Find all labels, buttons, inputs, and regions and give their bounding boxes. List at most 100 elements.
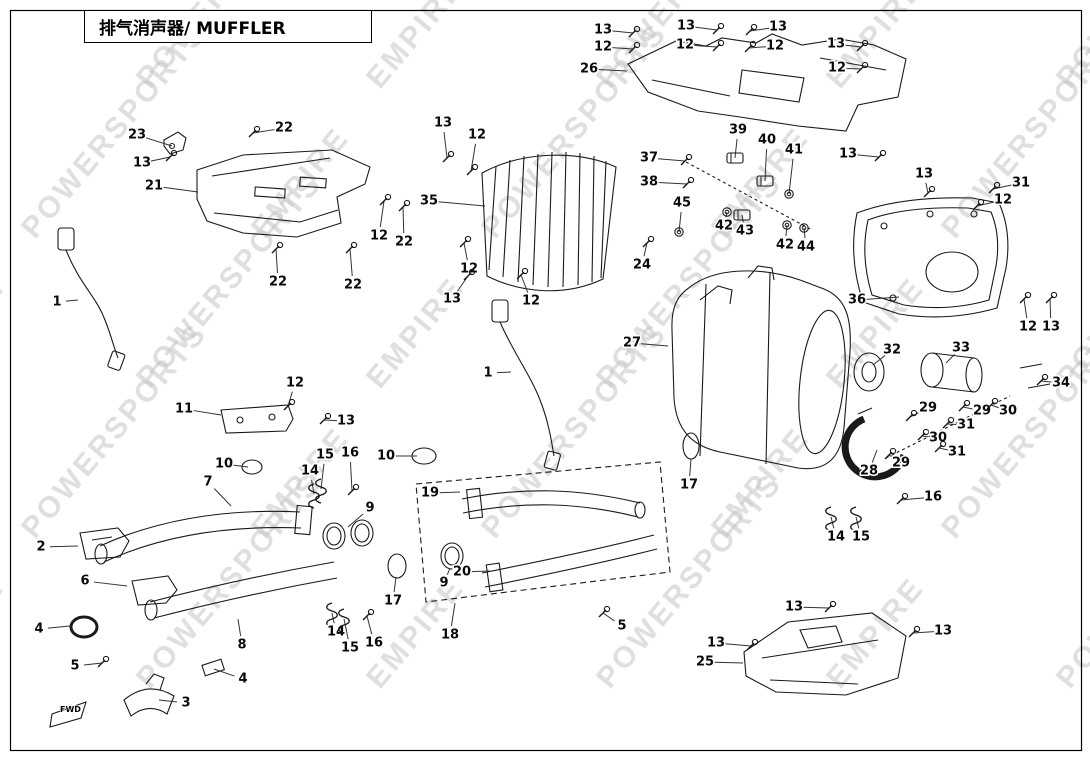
part-27-muffler-body xyxy=(671,265,851,470)
leader-line xyxy=(992,184,1013,190)
callout-number-13: 13 xyxy=(769,20,787,35)
screw-icon xyxy=(963,399,971,407)
screw-icon xyxy=(829,600,837,608)
washer-icon xyxy=(784,222,790,228)
callout-number-12: 12 xyxy=(994,193,1012,208)
callout-number-33: 33 xyxy=(952,341,970,356)
leader-line xyxy=(611,30,634,34)
callout-number-5: 5 xyxy=(617,619,626,634)
leader-line xyxy=(678,211,682,233)
watermark-text: POWERSPORTS xyxy=(1050,467,1090,695)
screw-icon xyxy=(922,428,930,436)
screw-icon xyxy=(253,125,261,133)
callout-number-17: 17 xyxy=(680,478,698,493)
callout-number-12: 12 xyxy=(522,294,540,309)
part-4-spacer xyxy=(201,658,226,677)
callout-number-45: 45 xyxy=(673,196,691,211)
callout-number-10: 10 xyxy=(377,449,395,464)
leader-line xyxy=(976,201,995,207)
callout-number-43: 43 xyxy=(736,224,754,239)
washer-icon xyxy=(782,220,792,230)
callout-number-12: 12 xyxy=(594,40,612,55)
leader-line xyxy=(450,602,456,627)
leader-line xyxy=(393,576,397,593)
washer-icon xyxy=(799,223,809,233)
screw-icon xyxy=(939,440,947,448)
leader-line xyxy=(287,391,293,407)
callout-number-17: 17 xyxy=(384,594,402,609)
leader-line xyxy=(320,463,325,490)
screw-icon xyxy=(889,447,897,455)
part-10-gasket-left xyxy=(241,459,263,475)
watermark-text: EMPIRE xyxy=(360,271,471,394)
screw-icon xyxy=(977,198,985,206)
leader-line xyxy=(990,404,1000,409)
leader-line xyxy=(734,138,738,159)
callout-number-26: 26 xyxy=(580,62,598,77)
callout-number-13: 13 xyxy=(915,167,933,182)
leader-line xyxy=(275,248,278,274)
callout-number-1: 1 xyxy=(52,295,61,310)
screw-icon xyxy=(447,150,455,158)
part-9-gasket-a xyxy=(322,522,346,550)
leader-line xyxy=(1040,380,1053,383)
screw-icon xyxy=(1050,291,1058,299)
screw-icon xyxy=(471,163,479,171)
callout-number-22: 22 xyxy=(269,275,287,290)
leader-line xyxy=(232,464,249,468)
leader-line xyxy=(237,618,242,637)
callout-number-14: 14 xyxy=(327,625,345,640)
callout-number-6: 6 xyxy=(80,574,89,589)
leader-line xyxy=(938,447,949,451)
leader-line xyxy=(925,182,929,194)
screw-icon xyxy=(687,176,695,184)
leader-line xyxy=(347,513,364,528)
leader-line xyxy=(945,354,955,364)
callout-number-19: 19 xyxy=(421,486,439,501)
screw-icon xyxy=(1024,291,1032,299)
leader-line xyxy=(741,214,744,223)
callout-number-38: 38 xyxy=(640,175,658,190)
callout-number-27: 27 xyxy=(623,336,641,351)
screw-icon xyxy=(749,40,757,48)
watermark-text: EMPIRE xyxy=(360,0,471,94)
leader-line xyxy=(343,618,349,640)
callout-number-20: 20 xyxy=(453,565,471,580)
screw-icon xyxy=(685,153,693,161)
screw-icon xyxy=(901,492,909,500)
leader-line xyxy=(213,668,235,677)
callout-number-28: 28 xyxy=(860,464,878,479)
leader-line xyxy=(496,371,512,374)
screw-icon xyxy=(352,483,360,491)
leader-line xyxy=(693,45,718,48)
leader-line xyxy=(158,699,178,703)
part-26-top-plate xyxy=(627,33,907,132)
watermark-text: POWERSPORTS xyxy=(130,467,329,695)
callout-number-13: 13 xyxy=(594,23,612,38)
diagram-title-box: 排气消声器/ MUFFLER xyxy=(84,10,372,43)
callout-number-12: 12 xyxy=(286,376,304,391)
leader-line xyxy=(888,454,894,459)
callout-number-22: 22 xyxy=(275,121,293,136)
screw-icon xyxy=(717,39,725,47)
callout-number-8: 8 xyxy=(237,638,246,653)
screw-icon xyxy=(384,193,392,201)
leader-line xyxy=(93,581,128,587)
watermark-text: POWERSPORTS xyxy=(475,317,674,545)
washer-icon xyxy=(786,191,792,197)
screw-icon xyxy=(879,149,887,157)
fwd-arrow xyxy=(49,701,87,728)
screw-icon xyxy=(350,241,358,249)
callout-number-44: 44 xyxy=(797,240,815,255)
callout-number-30: 30 xyxy=(999,404,1017,419)
screw-icon xyxy=(521,267,529,275)
callout-number-29: 29 xyxy=(973,404,991,419)
leader-line xyxy=(65,299,79,302)
callout-number-13: 13 xyxy=(443,292,461,307)
callout-number-14: 14 xyxy=(827,530,845,545)
screw-icon xyxy=(993,181,1001,189)
screw-icon xyxy=(991,397,999,405)
callout-number-16: 16 xyxy=(341,446,359,461)
part-4-ring xyxy=(69,615,99,639)
screw-icon xyxy=(861,39,869,47)
